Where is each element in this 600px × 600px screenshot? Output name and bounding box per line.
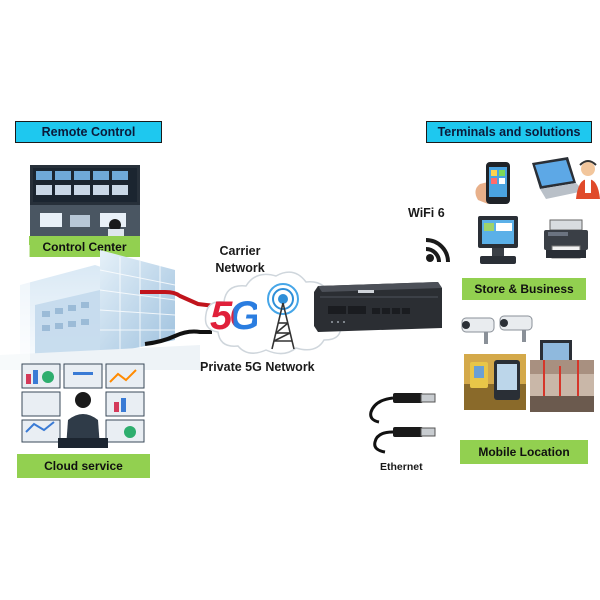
terminals-header: Terminals and solutions [426, 121, 592, 143]
ethernet-cables-image [369, 393, 436, 454]
carrier-network-text: Carrier Network [215, 244, 265, 275]
office-buildings-image [0, 245, 200, 370]
wifi-6-text: WiFi 6 [408, 206, 445, 220]
control-center-label: Control Center [29, 236, 140, 257]
ethernet-text: Ethernet [380, 461, 423, 473]
wifi-6-label: WiFi 6 [408, 206, 445, 220]
cloud-service-image [21, 363, 145, 448]
store-business-label: Store & Business [462, 278, 586, 300]
control-center-image [30, 165, 140, 239]
red-carrier-cable [140, 290, 216, 308]
printer-image [544, 219, 588, 259]
cloud-service-label: Cloud service [17, 454, 150, 478]
smartphone-image [475, 162, 510, 204]
mobile-location-label-text: Mobile Location [478, 445, 570, 459]
mobile-device-photo [464, 354, 526, 410]
private-5g-network-label: Private 5G Network [200, 360, 350, 374]
wifi-icon [425, 238, 450, 263]
security-cameras-image [461, 315, 533, 344]
remote-control-header-text: Remote Control [41, 125, 136, 139]
black-private-cable [144, 329, 212, 346]
antenna-tower-icon [267, 283, 299, 350]
mobile-location-label: Mobile Location [460, 440, 588, 464]
store-business-label-text: Store & Business [474, 282, 574, 296]
carrier-network-label: Carrier Network [210, 243, 270, 277]
5g-logo: 5G [210, 294, 260, 338]
cables [140, 290, 216, 346]
bus-interior-photo [530, 360, 594, 412]
terminals-header-text: Terminals and solutions [437, 125, 581, 139]
private-5g-network-text: Private 5G Network [200, 360, 315, 374]
ethernet-label: Ethernet [380, 461, 423, 473]
control-center-label-text: Control Center [42, 239, 127, 254]
pos-terminal-image [478, 216, 518, 264]
5g-logo-text: 5G [210, 294, 260, 338]
laptop-user-image [532, 157, 600, 199]
gateway-device-image [314, 282, 442, 332]
cloud-service-label-text: Cloud service [44, 459, 123, 473]
remote-control-header: Remote Control [15, 121, 162, 143]
